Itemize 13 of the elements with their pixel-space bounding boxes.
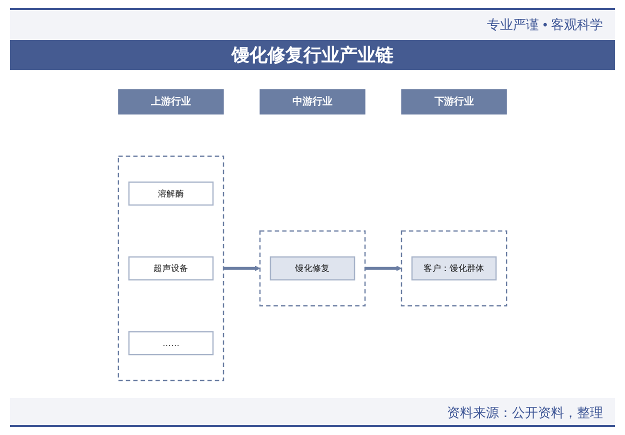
arrow [365,266,402,272]
tagline-text: 专业严谨 • 客观科学 [487,16,603,34]
category-header: 下游行业 [401,89,507,114]
process-box: 溶解酶 [128,182,214,206]
title-banner: 馒化修复行业产业链 [10,40,615,70]
source-note: 资料来源：公开资料，整理 [447,404,603,422]
arrow [224,266,260,272]
process-box: 馒化修复 [270,256,356,280]
process-box: 客户：馒化群体 [411,256,497,280]
category-header: 上游行业 [118,89,224,114]
category-header: 中游行业 [260,89,366,114]
process-box: …… [128,331,214,356]
process-box: 超声设备 [128,256,214,280]
